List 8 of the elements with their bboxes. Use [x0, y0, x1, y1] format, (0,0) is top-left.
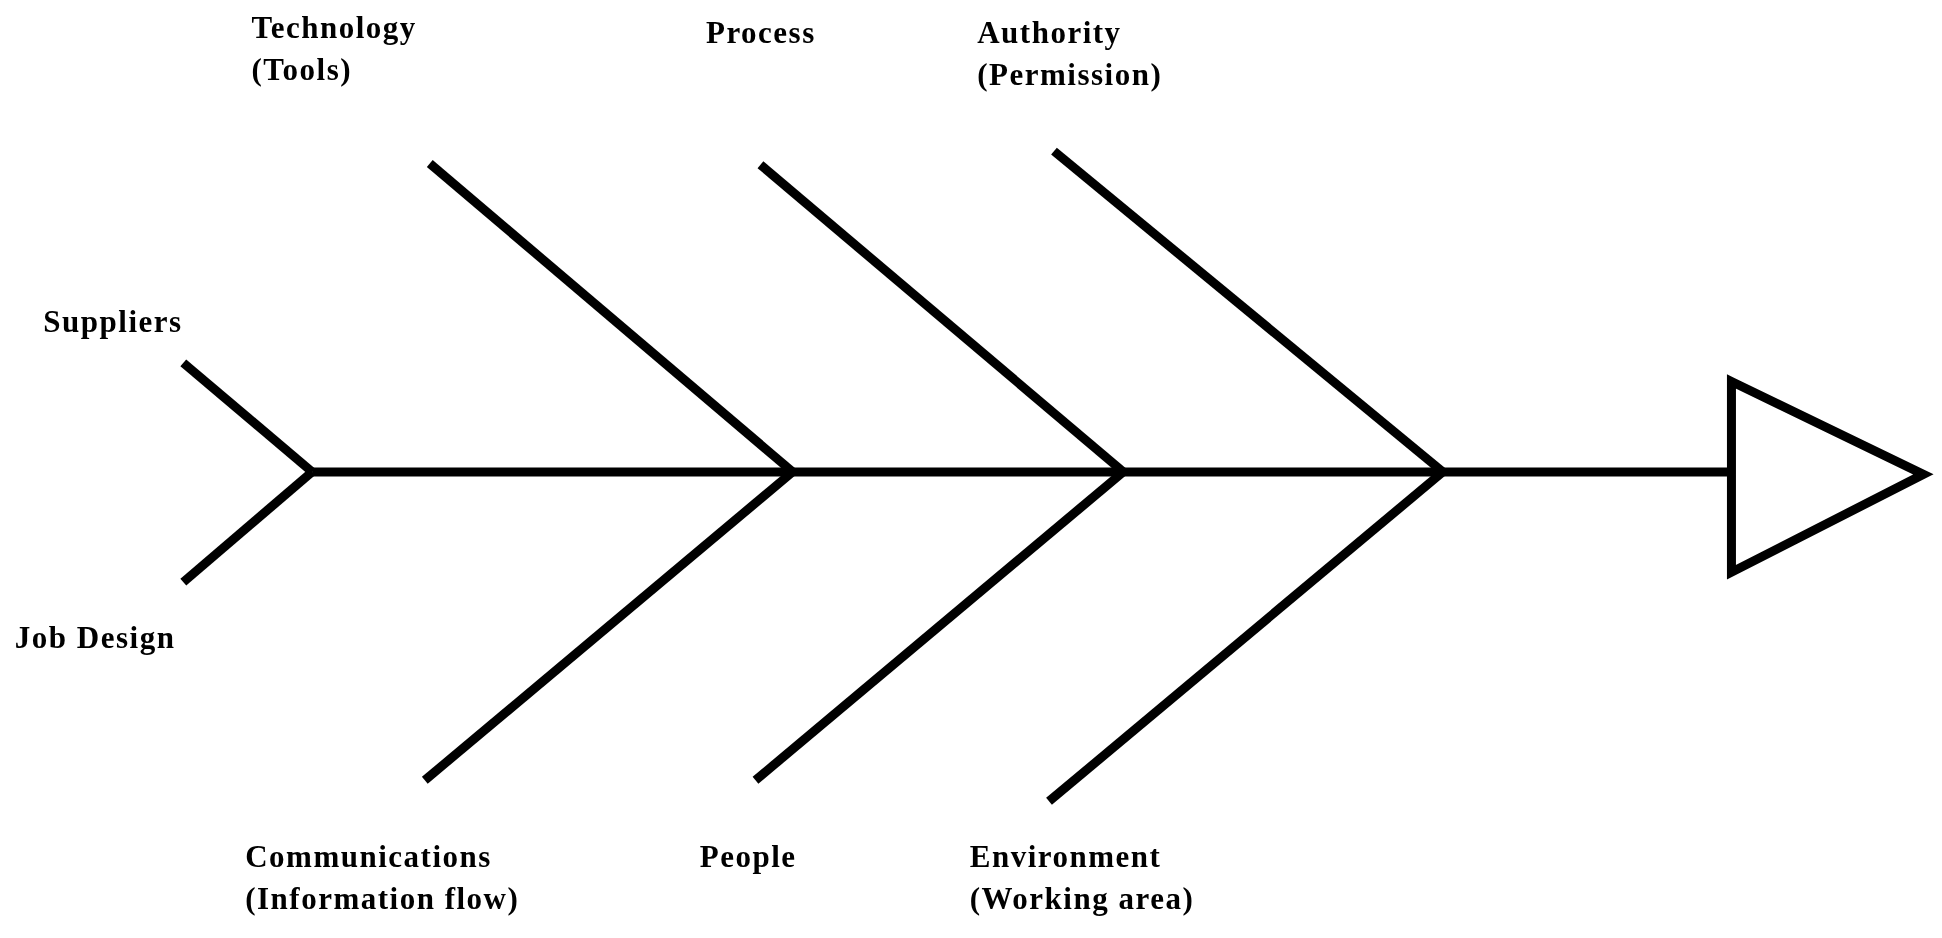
category-label: Communications (Information flow): [245, 838, 521, 918]
category-label: Authority (Permission): [977, 14, 1164, 95]
category-label: Technology (Tools): [251, 9, 418, 90]
category-label: Job Design: [14, 618, 176, 657]
category-label: Environment (Working area): [969, 838, 1196, 918]
category-label: Process: [705, 14, 816, 53]
category-label: Suppliers: [43, 302, 183, 341]
category-label: People: [699, 838, 797, 876]
